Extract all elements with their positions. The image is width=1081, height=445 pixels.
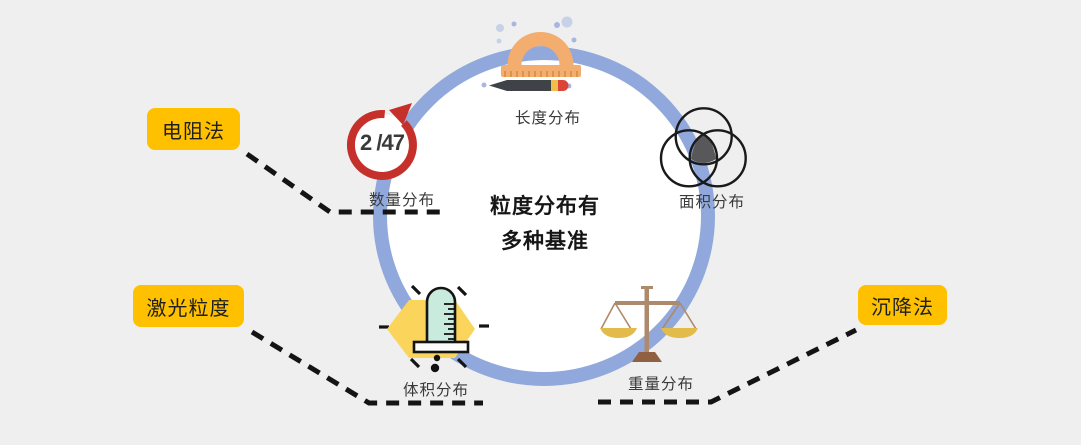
page-title-line2: 多种基准 — [501, 230, 589, 253]
balance-scale-icon — [600, 286, 698, 362]
arrowhead — [389, 103, 412, 125]
ring-item-label-area: 面积分布 — [678, 194, 745, 211]
venn-circles-icon — [659, 107, 747, 188]
ring-item-label-quantity: 数量分布 — [368, 192, 435, 209]
counter-text: 2 /47 — [360, 129, 405, 155]
connector-laser — [250, 329, 483, 406]
graduated-cylinder-icon — [379, 284, 489, 373]
page-title: 粒度分布有 多种基准 — [435, 189, 655, 259]
connector-sedimentation — [598, 327, 858, 405]
counter-loop-icon — [346, 103, 417, 180]
protractor-pencil-icon — [481, 16, 581, 91]
ring-item-label-weight: 重量分布 — [627, 376, 694, 393]
method-label-resistance: 电阻法 — [147, 108, 240, 150]
ring-item-label-length: 长度分布 — [514, 110, 581, 127]
page-title-line1: 粒度分布有 — [490, 195, 600, 218]
connector-resistance — [245, 151, 447, 215]
method-label-sedimentation: 沉降法 — [858, 285, 947, 325]
ring-item-label-volume: 体积分布 — [402, 382, 469, 399]
method-label-laser: 激光粒度 — [133, 285, 244, 327]
